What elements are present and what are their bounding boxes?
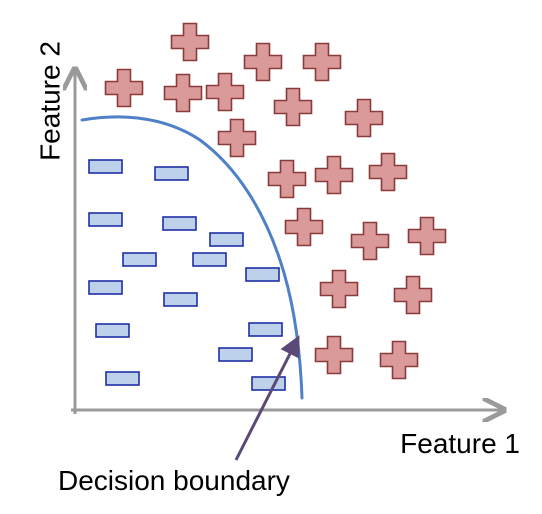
- negative-sample-marker: [88, 159, 123, 174]
- positive-sample-marker: [368, 152, 408, 192]
- axes: [71, 69, 504, 414]
- negative-sample-marker: [105, 371, 140, 386]
- positive-sample-marker: [170, 22, 210, 62]
- negative-sample-marker: [251, 376, 286, 391]
- negative-class-markers: [88, 159, 286, 391]
- negative-sample-marker: [209, 232, 244, 247]
- positive-sample-marker: [205, 72, 245, 112]
- positive-sample-marker: [407, 216, 447, 256]
- positive-sample-marker: [302, 42, 342, 82]
- positive-sample-marker: [284, 207, 324, 247]
- decision-boundary-label: Decision boundary: [58, 465, 290, 496]
- positive-sample-marker: [344, 98, 384, 138]
- negative-sample-marker: [88, 280, 123, 295]
- negative-sample-marker: [88, 212, 123, 227]
- positive-sample-marker: [243, 42, 283, 82]
- positive-sample-marker: [104, 68, 144, 108]
- positive-sample-marker: [319, 269, 359, 309]
- positive-sample-marker: [379, 340, 419, 380]
- negative-sample-marker: [218, 347, 253, 362]
- positive-sample-marker: [314, 335, 354, 375]
- positive-sample-marker: [163, 73, 203, 113]
- x-axis-label: Feature 1: [400, 428, 520, 459]
- positive-sample-marker: [273, 87, 313, 127]
- positive-sample-marker: [267, 159, 307, 199]
- positive-sample-marker: [217, 118, 257, 158]
- positive-sample-marker: [393, 275, 433, 315]
- annotation-arrow: [234, 335, 300, 461]
- y-axis-label: Feature 2: [34, 41, 65, 161]
- decision-boundary-curve: [80, 115, 304, 400]
- positive-sample-marker: [314, 155, 354, 195]
- negative-sample-marker: [162, 216, 197, 231]
- negative-sample-marker: [95, 323, 130, 338]
- positive-class-markers: [104, 22, 447, 380]
- negative-sample-marker: [245, 267, 280, 282]
- negative-sample-marker: [163, 292, 198, 307]
- negative-sample-marker: [122, 252, 157, 267]
- negative-sample-marker: [154, 166, 189, 181]
- negative-sample-marker: [192, 252, 227, 267]
- negative-sample-marker: [248, 322, 283, 337]
- positive-sample-marker: [350, 221, 390, 261]
